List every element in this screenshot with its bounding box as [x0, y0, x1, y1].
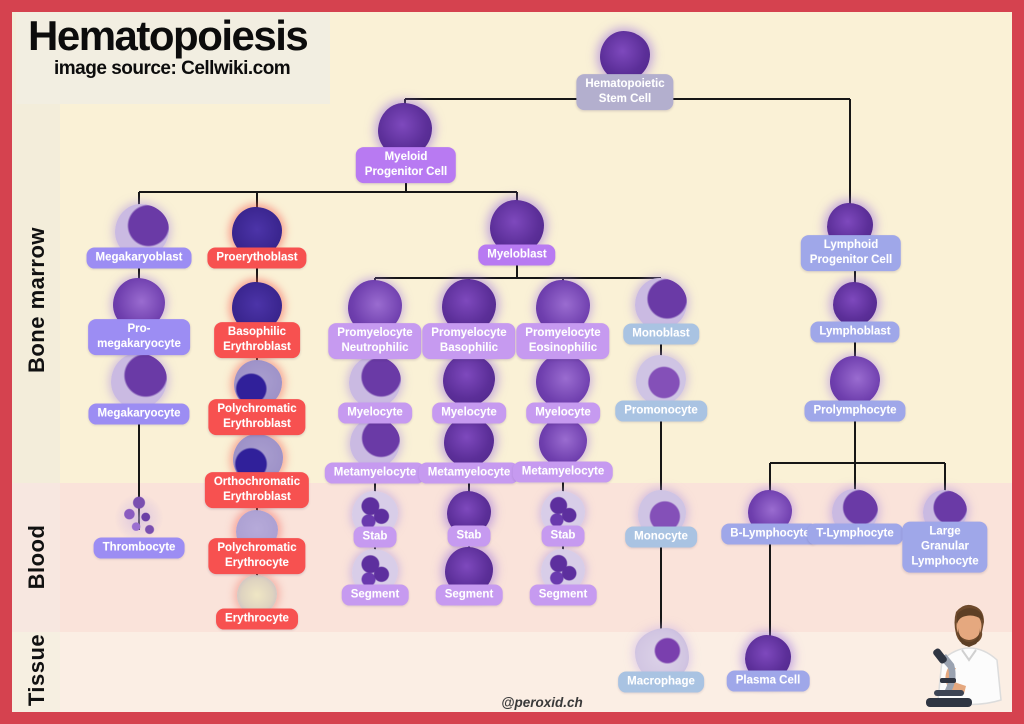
connector-line	[848, 99, 852, 235]
monocyte-label: Monocyte	[625, 526, 697, 548]
lymphoblast-label: Lymphoblast	[810, 321, 900, 343]
scientist-illustration	[926, 604, 1002, 707]
megakaryocyte-cell	[111, 353, 167, 409]
metamyelocyte-neutrophilic-label: Metamyelocyte	[324, 462, 426, 484]
thrombocyte-cell	[115, 494, 163, 542]
metamyelocyte-basophilic-label: Metamyelocyte	[418, 462, 520, 484]
page-title: Hematopoiesis	[28, 12, 309, 59]
t-lymphocyte-label: T-Lymphocyte	[807, 523, 903, 545]
stab-neutrophilic-label: Stab	[353, 526, 397, 548]
prolymphocyte-label: Prolymphocyte	[804, 400, 906, 422]
myelocyte-eosinophilic-label: Myelocyte	[526, 402, 600, 424]
proerythoblast-label: Proerythoblast	[207, 247, 307, 269]
myelocyte-neutrophilic-label: Myelocyte	[338, 402, 412, 424]
hematopoietic-stem-cell-cell	[600, 31, 650, 81]
tissue-strip	[12, 632, 60, 712]
myelocyte-eosinophilic-cell	[536, 354, 590, 408]
thrombocyte-label: Thrombocyte	[93, 537, 185, 559]
tissue-band	[12, 632, 1012, 712]
megakaryoblast-label: Megakaryoblast	[86, 247, 192, 269]
connector-line	[139, 190, 517, 194]
connector-line	[404, 178, 408, 192]
lymphoblast-cell	[833, 282, 877, 326]
metamyelocyte-basophilic-cell	[444, 417, 494, 467]
myelocyte-basophilic-cell	[443, 354, 495, 406]
macrophage-label: Macrophage	[618, 671, 704, 693]
connector-line	[768, 463, 772, 663]
connector-line	[659, 278, 663, 660]
image-source-credit: image source: Cellwiki.com	[54, 58, 291, 80]
megakaryocyte-label: Megakaryocyte	[88, 403, 190, 425]
metamyelocyte-neutrophilic-cell	[350, 418, 400, 468]
blood-strip	[12, 483, 60, 632]
monoblast-cell	[635, 278, 687, 330]
pro-megakaryocyte-label: Pro-megakaryocyte	[88, 319, 190, 355]
monoblast-label: Monoblast	[623, 323, 699, 345]
erythrocyte-cell	[237, 575, 277, 615]
stab-basophilic-label: Stab	[447, 525, 491, 547]
erythrocyte-label: Erythrocyte	[216, 608, 298, 630]
plasma-cell-label: Plasma Cell	[726, 670, 810, 692]
segment-basophilic-label: Segment	[435, 584, 503, 606]
myelocyte-neutrophilic-cell	[349, 356, 401, 408]
connector-line	[770, 461, 945, 465]
title-box: Hematopoiesis image source: Cellwiki.com	[16, 12, 330, 104]
stab-eosinophilic-label: Stab	[541, 525, 585, 547]
metamyelocyte-eosinophilic-label: Metamyelocyte	[512, 461, 614, 483]
b-lymphocyte-label: B-Lymphocyte	[721, 523, 819, 545]
myelocyte-basophilic-label: Myelocyte	[432, 402, 506, 424]
segment-neutrophilic-label: Segment	[341, 584, 409, 606]
connector-line	[375, 276, 661, 280]
promonocyte-cell	[636, 355, 686, 405]
watermark: @peroxid.ch	[501, 695, 583, 710]
myeloblast-label: Myeloblast	[478, 244, 556, 266]
segment-eosinophilic-label: Segment	[529, 584, 597, 606]
metamyelocyte-eosinophilic-cell	[539, 418, 587, 466]
prolymphocyte-cell	[830, 356, 880, 406]
promonocyte-label: Promonocyte	[615, 400, 707, 422]
